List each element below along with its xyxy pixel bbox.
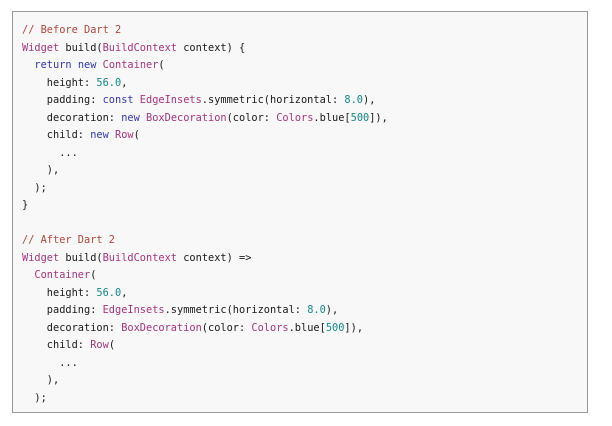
code-line: padding: const EdgeInsets.symmetric(hori… <box>22 92 587 110</box>
code-token-type: BuildContext <box>102 41 178 54</box>
code-line: // Before Dart 2 <box>22 22 587 40</box>
code-token-plain: ), <box>363 94 376 106</box>
code-line: ), <box>22 162 587 180</box>
code-line: // After Dart 2 <box>22 232 587 250</box>
code-token-type: Widget <box>22 251 60 264</box>
code-token-keyword: new <box>90 129 109 141</box>
code-token-plain: context) { <box>177 41 246 54</box>
code-token-plain: , <box>121 76 128 89</box>
code-token-plain: ]), <box>369 111 388 124</box>
code-line: height: 56.0, <box>22 75 587 93</box>
code-token-number: 500 <box>350 111 370 124</box>
code-token-type: EdgeInsets <box>102 304 165 316</box>
code-token-keyword: const <box>102 94 134 106</box>
code-line: return new Container( <box>22 57 587 75</box>
code-token-type: BuildContext <box>102 251 178 264</box>
code-line: child: Row( <box>22 337 587 355</box>
code-token-comment: // Before Dart 2 <box>22 24 122 36</box>
code-token-plain: (color: <box>201 321 252 334</box>
code-token-type: Colors <box>276 111 314 124</box>
code-token-keyword: new <box>77 59 97 71</box>
code-token-plain: build( <box>59 41 103 54</box>
code-token-plain: child: <box>22 129 91 141</box>
code-line: ); <box>22 390 587 408</box>
code-token-plain: .symmetric(horizontal: <box>164 304 308 316</box>
code-token-plain: padding: <box>22 94 103 106</box>
code-line <box>22 215 587 233</box>
code-token-plain: build( <box>59 251 103 264</box>
code-token-plain: context) => <box>177 251 252 264</box>
code-token-plain: , <box>121 286 128 299</box>
code-token-plain: decoration: <box>22 321 122 334</box>
code-token-plain: .symmetric(horizontal: <box>201 94 345 106</box>
code-token-type: EdgeInsets <box>139 94 202 106</box>
code-token-plain: child: <box>22 339 91 351</box>
code-token-type: Colors <box>251 321 289 334</box>
code-line: child: new Row( <box>22 127 587 145</box>
code-token-plain: ), <box>325 304 339 316</box>
code-token-plain: padding: <box>22 304 103 316</box>
code-line: decoration: BoxDecoration(color: Colors.… <box>22 320 587 338</box>
code-token-type: Row <box>90 339 109 351</box>
code-token-type: Widget <box>22 41 60 54</box>
code-token-keyword: return <box>34 59 72 71</box>
code-token-plain: .blue[ <box>288 321 326 334</box>
code-token-plain: ( <box>133 129 140 141</box>
code-line: ), <box>22 372 587 390</box>
code-line: decoration: new BoxDecoration(color: Col… <box>22 110 587 128</box>
code-line: ); <box>22 180 587 198</box>
code-token-plain: } <box>22 199 29 211</box>
code-token-plain: (color: <box>226 111 277 124</box>
code-token-number: 8.0 <box>307 304 326 316</box>
code-token-plain: ); <box>22 181 47 194</box>
code-token-comment: // After Dart 2 <box>22 234 115 246</box>
code-token-plain: ( <box>158 59 165 71</box>
code-token-number: 56.0 <box>96 76 122 89</box>
code-token-plain <box>22 269 34 281</box>
code-line: padding: EdgeInsets.symmetric(horizontal… <box>22 302 587 320</box>
code-line: ... <box>22 355 587 373</box>
code-token-plain <box>22 59 34 71</box>
code-token-type: BoxDecoration <box>121 321 202 334</box>
code-token-plain: ), <box>22 164 60 176</box>
code-line: Widget build(BuildContext context) => <box>22 250 587 268</box>
code-line: Container( <box>22 267 587 285</box>
code-line: Widget build(BuildContext context) { <box>22 40 587 58</box>
code-token-plain: ... <box>22 146 78 159</box>
code-token-type: Row <box>115 129 134 141</box>
code-token-plain: ); <box>22 391 47 404</box>
code-token-number: 56.0 <box>96 286 122 299</box>
code-token-plain: ]), <box>344 321 364 334</box>
code-token-keyword: new <box>121 111 140 124</box>
code-token-plain: decoration: <box>22 111 122 124</box>
code-token-number: 8.0 <box>344 94 363 106</box>
code-token-plain: .blue[ <box>313 111 351 124</box>
code-token-plain: ), <box>22 374 60 386</box>
code-token-plain: height: <box>22 76 97 89</box>
code-token-plain: ( <box>108 339 116 351</box>
code-line: ... <box>22 145 587 163</box>
code-line: height: 56.0, <box>22 285 587 303</box>
code-token-number: 500 <box>325 321 345 334</box>
code-token-type: Container <box>34 269 91 281</box>
code-token-plain: height: <box>22 286 97 299</box>
code-line: } <box>22 197 587 215</box>
code-token-type: Container <box>102 59 159 71</box>
code-token-plain: ... <box>22 356 78 369</box>
code-token-type: BoxDecoration <box>146 111 227 124</box>
code-token-plain: ( <box>90 269 97 281</box>
